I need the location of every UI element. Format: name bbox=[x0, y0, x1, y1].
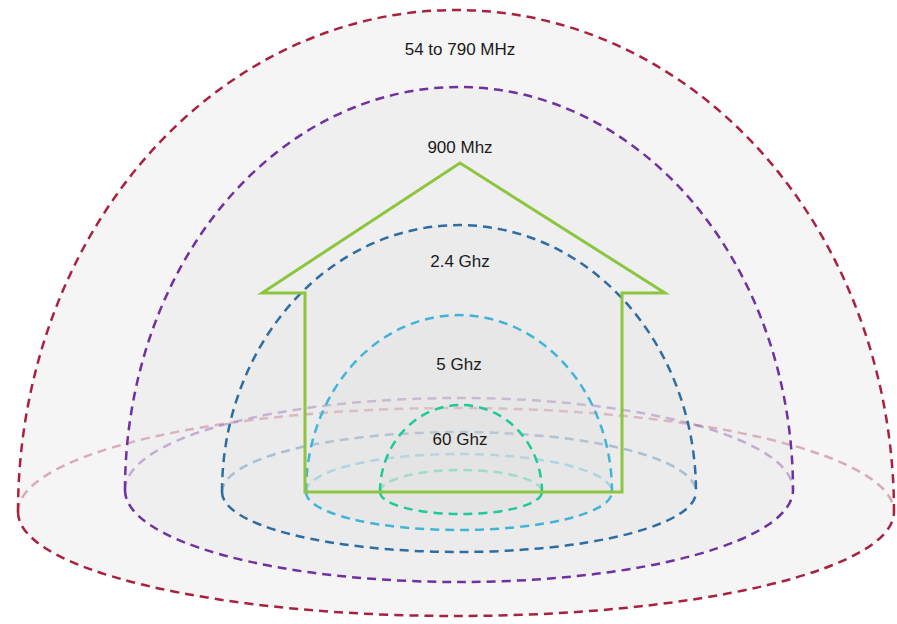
frequency-label: 900 Mhz bbox=[424, 138, 495, 158]
frequency-label: 54 to 790 MHz bbox=[402, 40, 519, 60]
dome-fill bbox=[306, 315, 612, 530]
dome-fill bbox=[380, 405, 542, 514]
frequency-label: 60 Ghz bbox=[430, 430, 491, 450]
frequency-label: 2.4 Ghz bbox=[427, 252, 493, 272]
dome-fill bbox=[222, 225, 696, 552]
frequency-range-dome: 60 Ghz bbox=[377, 402, 545, 517]
dome-fill bbox=[18, 10, 894, 616]
frequency-range-dome: 2.4 Ghz 5 Ghz 60 Ghz bbox=[219, 222, 699, 555]
frequency-range-dome: 900 Mhz 2.4 Ghz 5 Ghz 60 Ghz bbox=[122, 84, 796, 585]
frequency-range-dome: 54 to 790 MHz 900 Mhz 2.4 Ghz 5 Ghz 60 Ghz bbox=[15, 7, 897, 619]
frequency-label: 5 Ghz bbox=[433, 355, 484, 375]
base-front-arc bbox=[380, 492, 542, 514]
frequency-range-dome: 5 Ghz 60 Ghz bbox=[303, 312, 615, 533]
base-back-arc bbox=[380, 470, 542, 492]
dome-arc bbox=[380, 405, 542, 492]
dome-outline bbox=[377, 402, 545, 517]
dome-fill bbox=[125, 87, 793, 582]
